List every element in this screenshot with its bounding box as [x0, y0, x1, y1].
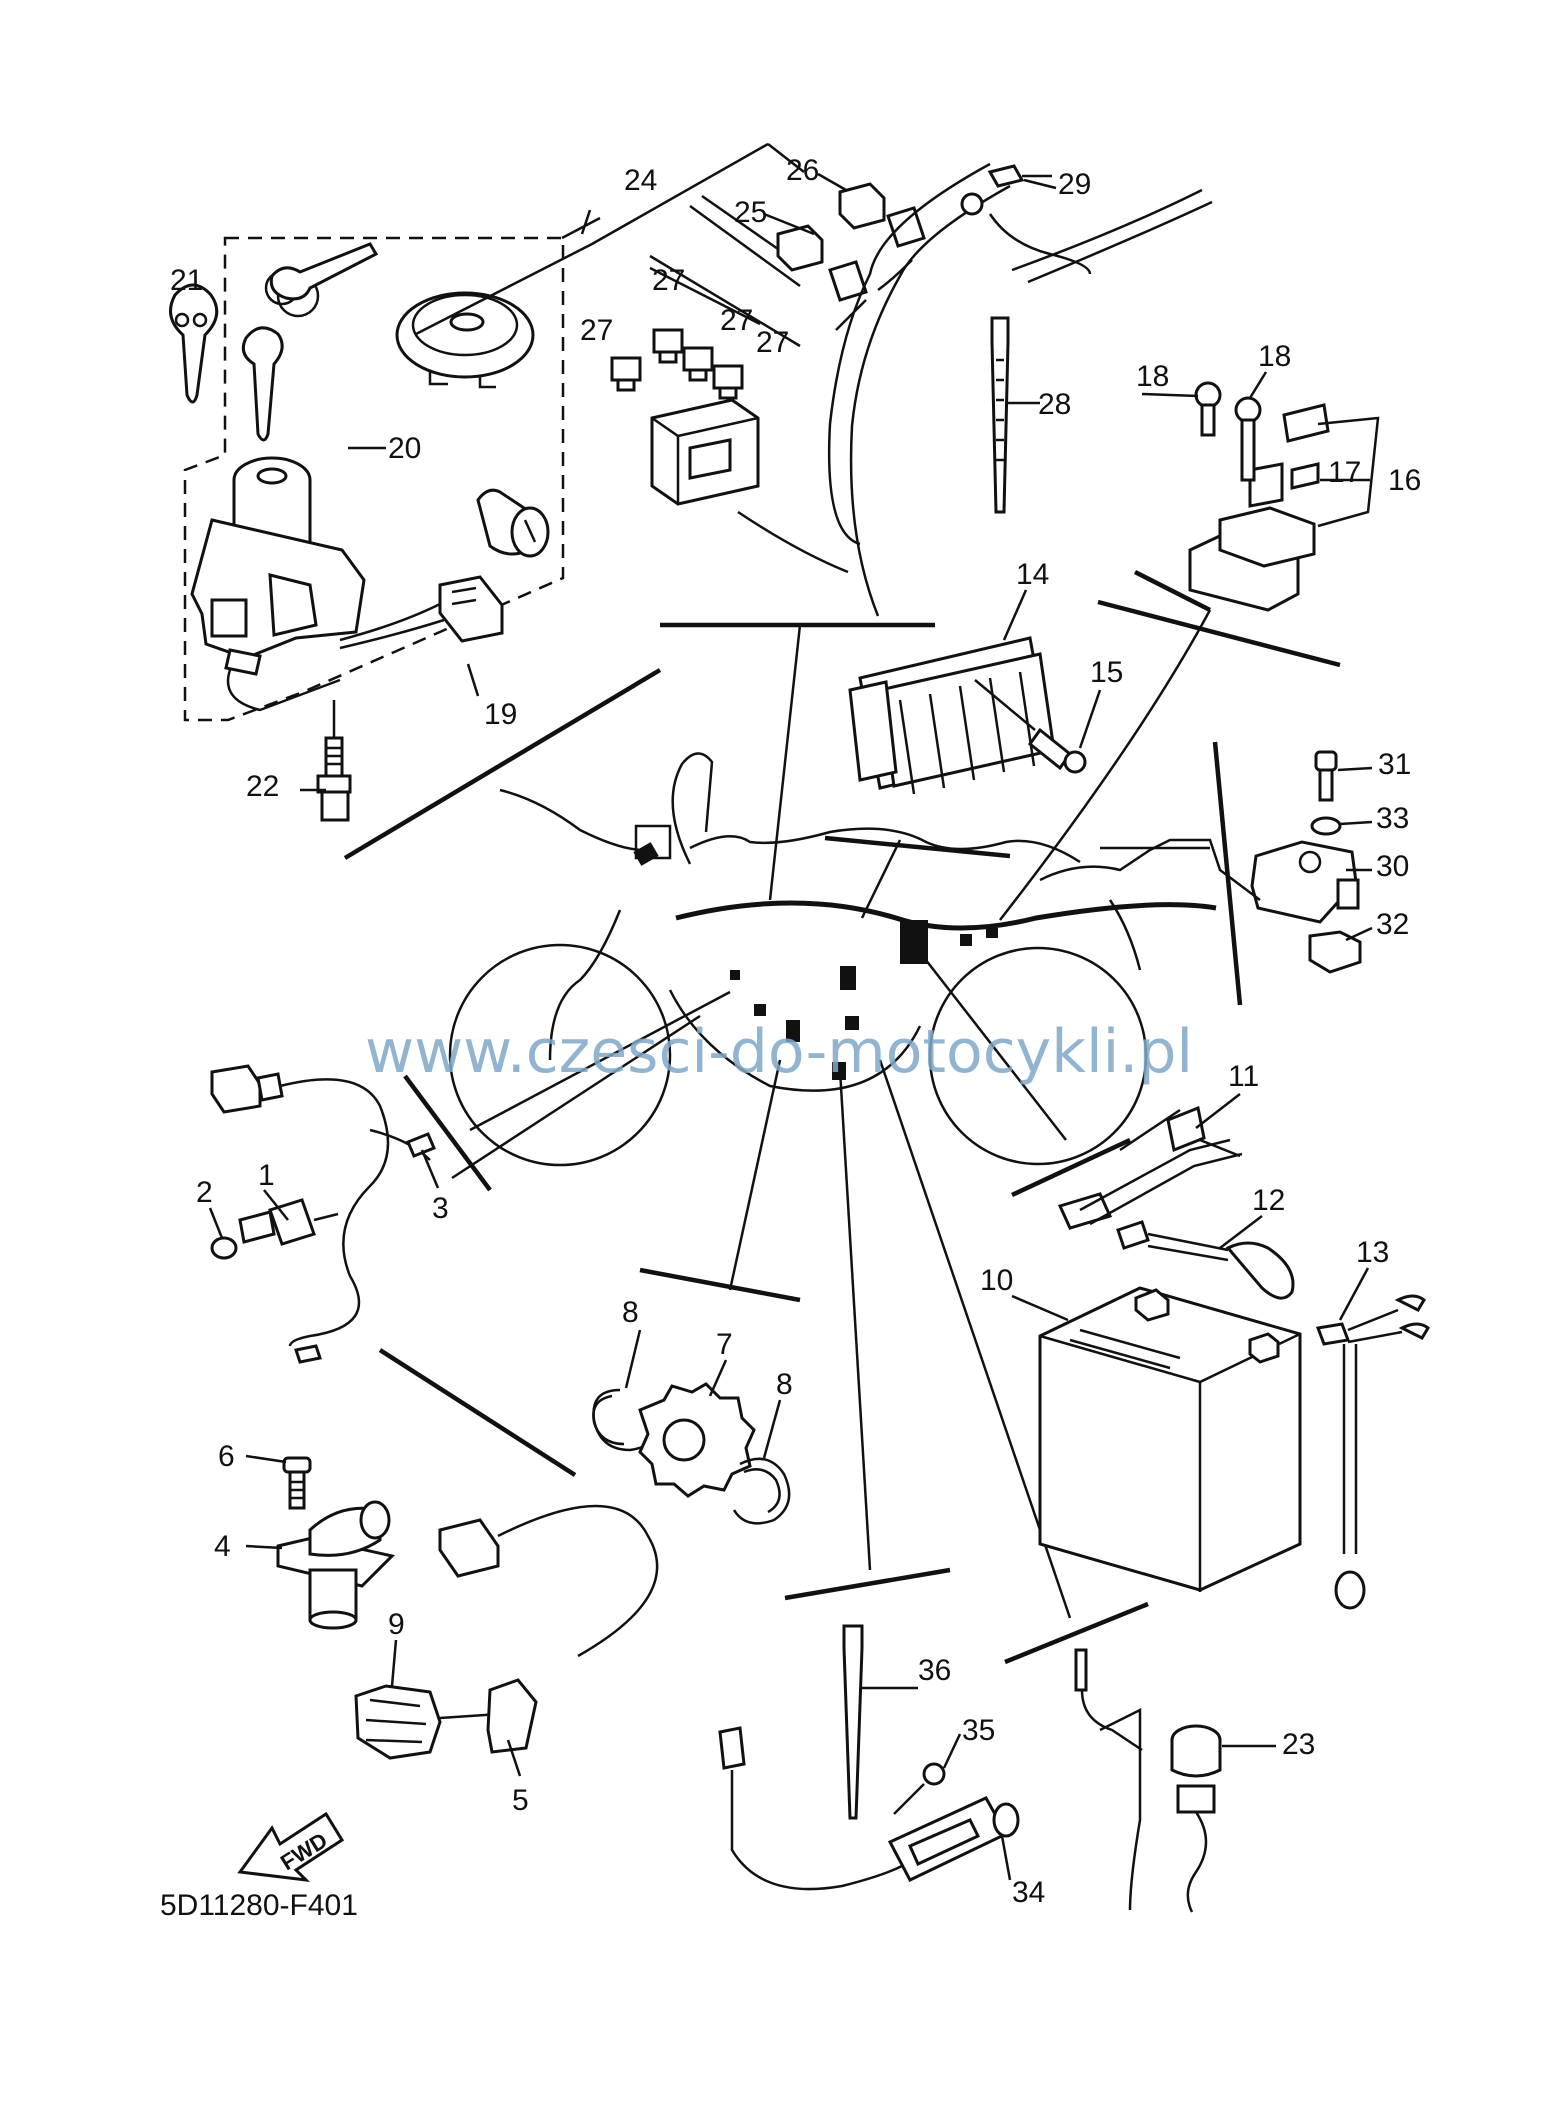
callout-27c: 27 — [720, 304, 753, 337]
sensor-group — [276, 1456, 659, 1760]
callout-31: 31 — [1378, 748, 1411, 781]
callout-32: 32 — [1376, 908, 1409, 941]
bolt-18-left-drawing — [1194, 381, 1222, 437]
bolt-22-drawing — [316, 700, 352, 822]
callout-26: 26 — [786, 154, 819, 187]
main-switch-drawing — [190, 456, 366, 676]
leader-lines — [343, 569, 1341, 1665]
callout-15: 15 — [1090, 656, 1123, 689]
key-21-drawing — [169, 283, 219, 404]
callout-16: 16 — [1388, 464, 1421, 497]
bolt-18-right-drawing — [1234, 396, 1262, 482]
callout-7: 7 — [716, 1328, 733, 1361]
callout-8b: 8 — [776, 1368, 793, 1401]
cable-tie-36-drawing — [842, 1624, 918, 1820]
wire-end-drawing — [294, 1344, 322, 1364]
callout-13: 13 — [1356, 1236, 1389, 1269]
fuses-27-drawing — [610, 328, 744, 400]
watermark-text: www.czesci-do-motocykli.pl — [365, 1017, 1193, 1087]
fuse-box-group — [415, 142, 1011, 628]
ignition-switch-group — [169, 236, 565, 722]
starter-relay-group — [1188, 381, 1380, 612]
callout-27b: 27 — [652, 264, 685, 297]
fuel-cap-drawing — [395, 291, 535, 389]
callout-23: 23 — [1282, 1728, 1315, 1761]
callout-29: 29 — [1058, 168, 1091, 201]
callout-2: 2 — [196, 1176, 213, 1209]
rotor-group — [592, 1382, 791, 1525]
circlip-8-right-drawing — [732, 1457, 791, 1525]
relay-26-drawing — [838, 182, 886, 230]
keys-20-drawing — [241, 242, 379, 442]
callout-21: 21 — [170, 264, 203, 297]
callout-36: 36 — [918, 1654, 951, 1687]
motorcycle-frame-outline — [448, 752, 1261, 1167]
callout-leaders — [208, 172, 1373, 1881]
earth-bolt-29-drawing — [960, 164, 1213, 284]
callout-3: 3 — [432, 1192, 449, 1225]
lead-3-drawing — [406, 1132, 436, 1158]
switch-connector-drawing — [438, 575, 504, 643]
callout-4: 4 — [214, 1530, 231, 1563]
cable-tie-28-drawing — [990, 316, 1040, 514]
callout-10: 10 — [980, 1264, 1013, 1297]
washer-33-drawing — [1310, 816, 1342, 836]
callout-34: 34 — [1012, 1876, 1045, 1909]
seat-lock-drawing — [476, 488, 550, 558]
gasket-2-drawing — [210, 1236, 238, 1260]
holder-30-drawing — [1250, 840, 1360, 924]
callout-24: 24 — [624, 164, 657, 197]
sensor-4-drawing — [276, 1500, 395, 1630]
connector-drawing — [438, 1504, 659, 1658]
flasher-group — [718, 1726, 1020, 1891]
callout-30: 30 — [1376, 850, 1409, 883]
fwd-arrow: FWD — [237, 1811, 345, 1883]
relay-34-drawing — [887, 1796, 1020, 1882]
screw-35-drawing — [893, 1762, 946, 1815]
callout-19: 19 — [484, 698, 517, 731]
callout-18a: 18 — [1136, 360, 1169, 393]
callout-28: 28 — [1038, 388, 1071, 421]
rectifier-group — [824, 636, 1087, 859]
battery-10-drawing — [1038, 1286, 1302, 1592]
diagram-code: 5D11280-F401 — [160, 1889, 358, 1922]
switch-1-drawing — [238, 1198, 339, 1246]
lead-12-drawing — [1116, 1220, 1295, 1300]
fuse-block-drawing — [650, 398, 760, 506]
connector-drawing — [210, 1064, 284, 1114]
callout-22: 22 — [246, 770, 279, 803]
callout-18b: 18 — [1258, 340, 1291, 373]
callout-11: 11 — [1228, 1060, 1259, 1093]
clip-32-drawing — [1308, 930, 1362, 974]
callout-17: 17 — [1328, 456, 1361, 489]
callout-27d: 27 — [756, 326, 789, 359]
switch-23-drawing — [1074, 1648, 1222, 1913]
bolt-31-drawing — [1314, 750, 1338, 802]
callout-14: 14 — [1016, 558, 1049, 591]
lead-13-drawing — [1315, 1294, 1430, 1610]
callout-1: 1 — [258, 1159, 275, 1192]
callout-12: 12 — [1252, 1184, 1285, 1217]
relay-25-drawing — [776, 224, 824, 272]
battery-band-11-drawing — [1057, 1105, 1243, 1230]
callout-5: 5 — [512, 1784, 529, 1817]
battery-holder-group — [1212, 741, 1362, 1006]
speed-sensor-lead-group — [210, 1064, 436, 1364]
callout-9: 9 — [388, 1608, 405, 1641]
callout-labels: 1 2 3 4 5 6 7 8 8 9 10 11 12 13 14 15 16… — [170, 154, 1421, 1909]
callout-35: 35 — [962, 1714, 995, 1747]
callout-27a: 27 — [580, 314, 613, 347]
rotor-7-drawing — [638, 1382, 756, 1498]
callout-8a: 8 — [622, 1296, 639, 1329]
callout-20: 20 — [388, 432, 421, 465]
coupler-9-drawing — [354, 1684, 501, 1760]
callout-25: 25 — [734, 196, 767, 229]
holder-5-drawing — [486, 1678, 538, 1754]
callout-33: 33 — [1376, 802, 1409, 835]
bolt-6-drawing — [282, 1456, 312, 1510]
callout-6: 6 — [218, 1440, 235, 1473]
